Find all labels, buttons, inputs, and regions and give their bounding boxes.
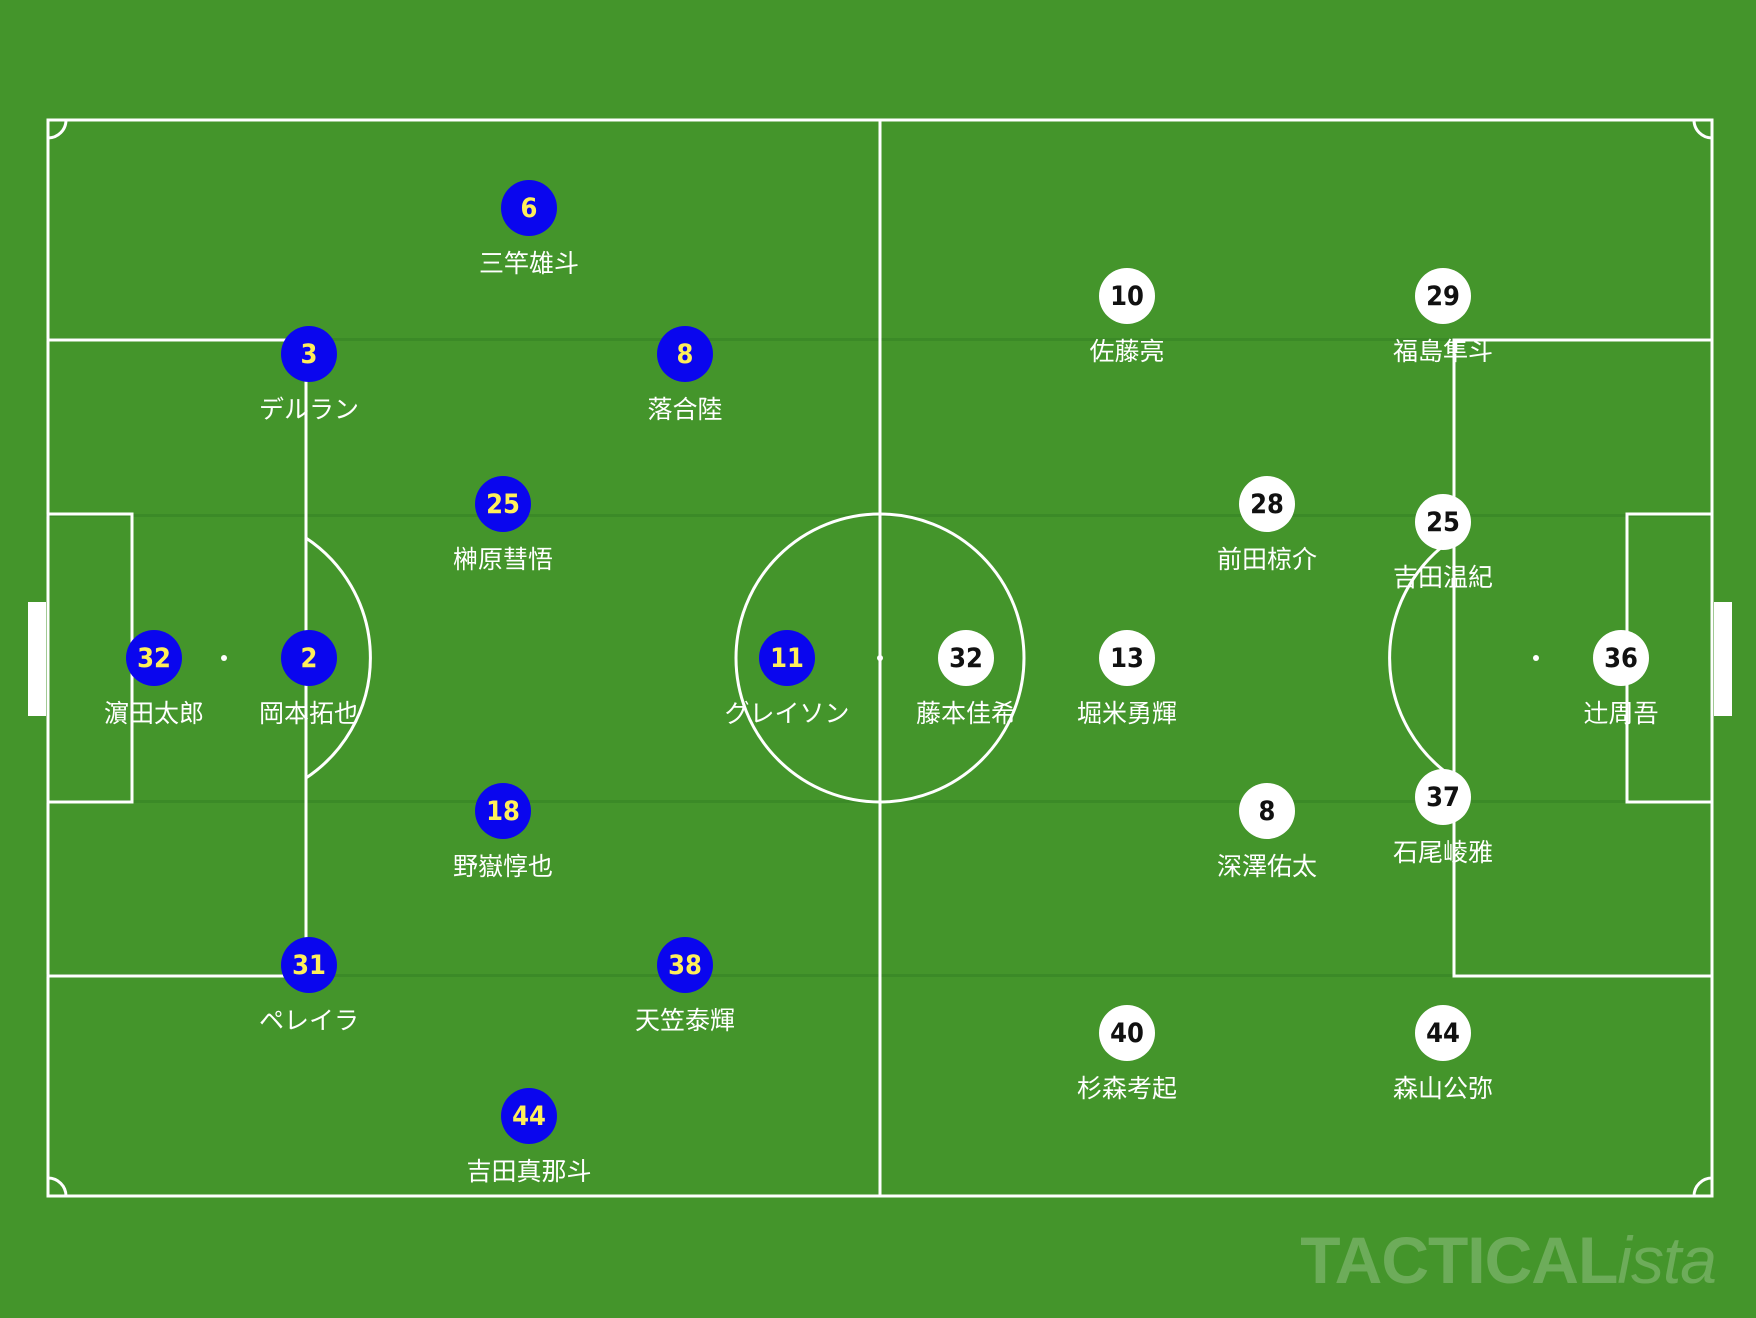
right-penalty-area [1452, 338, 1714, 978]
player-number-badge: 44 [501, 1088, 557, 1144]
right-goal [1714, 602, 1732, 716]
player-name: 天笠泰輝 [634, 1006, 735, 1035]
player-number-badge: 18 [475, 783, 531, 839]
player-number-badge: 38 [657, 937, 713, 993]
player-name: 岡本拓也 [258, 699, 359, 728]
player-name: 森山公弥 [1392, 1074, 1493, 1103]
corner-arc [1692, 1176, 1713, 1197]
player-name: デルラン [258, 395, 359, 424]
player-number-badge: 2 [281, 630, 337, 686]
right-penalty-arc [1388, 536, 1455, 780]
player-number-badge: 32 [938, 630, 994, 686]
player-number-badge: 8 [657, 326, 713, 382]
player-number-badge: 25 [1415, 494, 1471, 550]
corner-arc [47, 1176, 68, 1197]
player-number-badge: 40 [1099, 1005, 1155, 1061]
player-number-badge: 3 [281, 326, 337, 382]
left-goal-area [46, 512, 134, 804]
player-name: 藤本佳希 [915, 699, 1016, 728]
player-name: 深澤佑太 [1216, 852, 1317, 881]
player-number-badge: 44 [1415, 1005, 1471, 1061]
corner-arc [47, 119, 68, 140]
watermark-italic: ista [1617, 1223, 1717, 1297]
player-name: 落合陸 [647, 395, 723, 424]
pitch-stripe [46, 338, 1710, 341]
player-name: 佐藤亮 [1089, 337, 1165, 366]
right-penalty-spot [1533, 655, 1539, 661]
corner-arc [1692, 119, 1713, 140]
left-goal [28, 602, 46, 716]
player-number-badge: 31 [281, 937, 337, 993]
player-name: 前田椋介 [1216, 545, 1317, 574]
player-name: 福島隼斗 [1392, 337, 1493, 366]
player-number-badge: 36 [1593, 630, 1649, 686]
watermark-bold: TACTICAL [1300, 1223, 1618, 1297]
player-number-badge: 13 [1099, 630, 1155, 686]
player-name: 杉森考起 [1076, 1074, 1177, 1103]
player-name: ペレイラ [258, 1006, 359, 1035]
player-number-badge: 32 [126, 630, 182, 686]
player-name: 三竿雄斗 [478, 249, 579, 278]
player-number-badge: 8 [1239, 783, 1295, 839]
player-number-badge: 11 [759, 630, 815, 686]
left-penalty-spot [221, 655, 227, 661]
player-number-badge: 25 [475, 476, 531, 532]
player-name: 吉田温紀 [1392, 563, 1493, 592]
center-circle [734, 512, 1026, 804]
watermark-logo: TACTICALista [1300, 1222, 1717, 1298]
player-number-badge: 37 [1415, 769, 1471, 825]
left-penalty-arc [305, 536, 372, 780]
player-number-badge: 10 [1099, 268, 1155, 324]
player-name: グレイソン [724, 699, 850, 728]
player-name: 野嶽惇也 [452, 852, 553, 881]
player-name: 吉田真那斗 [466, 1157, 592, 1186]
player-name: 濵田太郎 [103, 699, 204, 728]
player-name: 榊原彗悟 [452, 545, 553, 574]
player-number-badge: 29 [1415, 268, 1471, 324]
player-name: 堀米勇輝 [1076, 699, 1177, 728]
pitch-stripe [46, 974, 1710, 977]
center-spot [877, 655, 883, 661]
player-name: 石尾崚雅 [1392, 838, 1493, 867]
player-number-badge: 6 [501, 180, 557, 236]
player-number-badge: 28 [1239, 476, 1295, 532]
player-name: 辻周吾 [1583, 699, 1659, 728]
